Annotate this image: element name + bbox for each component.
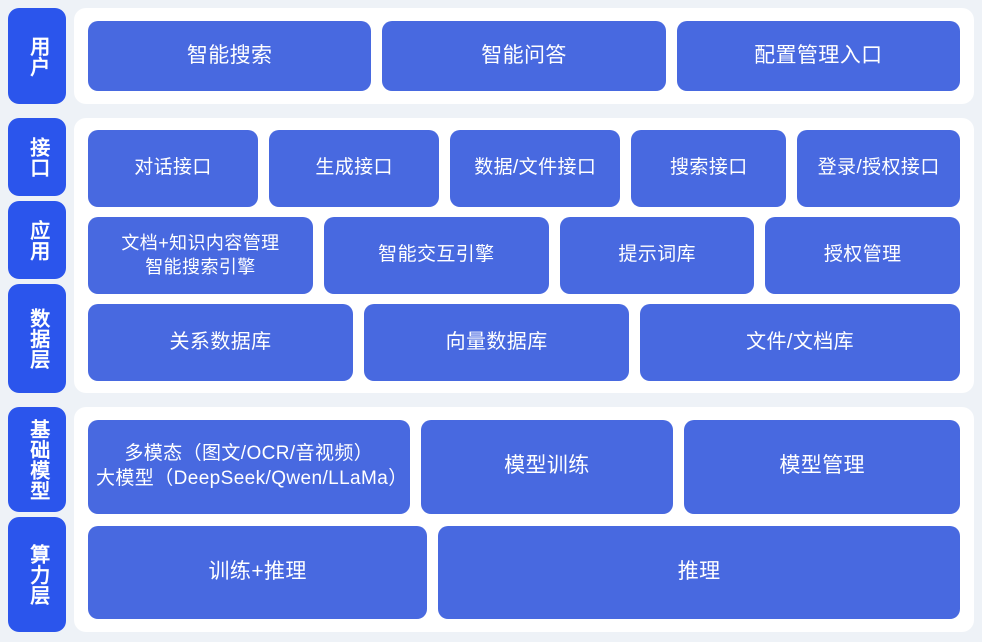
row-compute-layer: 训练+推理 推理 [88, 525, 960, 619]
rail-user: 用户 [8, 8, 66, 104]
box-smart-interaction-engine[interactable]: 智能交互引擎 [323, 217, 549, 294]
rail-label-application-text: 应用 [26, 219, 49, 261]
box-data-file-api[interactable]: 数据/文件接口 [450, 130, 621, 207]
box-smart-qa[interactable]: 智能问答 [382, 21, 666, 91]
rail-label-user: 用户 [8, 8, 66, 104]
rail-label-compute-layer-text: 算力层 [26, 543, 49, 606]
row-application: 文档+知识内容管理 智能搜索引擎 智能交互引擎 提示词库 授权管理 [88, 217, 960, 294]
box-dialog-api[interactable]: 对话接口 [88, 130, 259, 207]
rail-label-data-layer: 数据层 [8, 284, 66, 393]
box-login-auth-api[interactable]: 登录/授权接口 [797, 130, 961, 207]
row-user-entries: 智能搜索 智能问答 配置管理入口 [88, 21, 960, 91]
rail-label-compute-layer: 算力层 [8, 517, 66, 632]
rail-label-data-layer-text: 数据层 [26, 307, 49, 370]
section-bottom: 基础模型 算力层 多模态（图文/OCR/音视频） 大模型（DeepSeek/Qw… [8, 407, 974, 632]
box-document-knowledge-management[interactable]: 文档+知识内容管理 智能搜索引擎 [88, 217, 313, 294]
rail-label-interface: 接口 [8, 118, 66, 196]
rail-bottom: 基础模型 算力层 [8, 407, 66, 632]
box-prompt-library[interactable]: 提示词库 [559, 217, 755, 294]
box-model-training[interactable]: 模型训练 [420, 420, 674, 514]
box-model-management[interactable]: 模型管理 [684, 420, 960, 514]
box-smart-search[interactable]: 智能搜索 [88, 21, 372, 91]
box-relational-database[interactable]: 关系数据库 [88, 304, 354, 381]
row-foundation-model: 多模态（图文/OCR/音视频） 大模型（DeepSeek/Qwen/LLaMa）… [88, 420, 960, 514]
box-inference[interactable]: 推理 [438, 525, 960, 619]
row-interface: 对话接口 生成接口 数据/文件接口 搜索接口 登录/授权接口 [88, 130, 961, 207]
box-file-document-store[interactable]: 文件/文档库 [640, 304, 960, 381]
box-authorization-management[interactable]: 授权管理 [765, 217, 960, 294]
card-middle: 对话接口 生成接口 数据/文件接口 搜索接口 登录/授权接口 文档+知识内容管理… [74, 118, 974, 393]
card-bottom: 多模态（图文/OCR/音视频） 大模型（DeepSeek/Qwen/LLaMa）… [74, 407, 974, 632]
box-multimodal-large-model[interactable]: 多模态（图文/OCR/音视频） 大模型（DeepSeek/Qwen/LLaMa） [88, 420, 410, 514]
rail-label-application: 应用 [8, 201, 66, 279]
box-training-and-inference[interactable]: 训练+推理 [88, 525, 428, 619]
rail-label-foundation-model: 基础模型 [8, 407, 66, 512]
box-config-management-entry[interactable]: 配置管理入口 [676, 21, 960, 91]
rail-label-interface-text: 接口 [26, 136, 49, 178]
row-data-layer: 关系数据库 向量数据库 文件/文档库 [88, 304, 960, 381]
rail-middle: 接口 应用 数据层 [8, 118, 66, 393]
rail-label-foundation-model-text: 基础模型 [26, 418, 49, 501]
section-middle: 接口 应用 数据层 对话接口 生成接口 数据/文件接口 搜索接口 登录/授权接口… [8, 118, 974, 393]
card-user: 智能搜索 智能问答 配置管理入口 [74, 8, 974, 104]
box-generation-api[interactable]: 生成接口 [269, 130, 440, 207]
box-vector-database[interactable]: 向量数据库 [364, 304, 630, 381]
rail-label-user-text: 用户 [26, 35, 49, 77]
box-search-api[interactable]: 搜索接口 [631, 130, 787, 207]
section-user: 用户 智能搜索 智能问答 配置管理入口 [8, 8, 974, 104]
